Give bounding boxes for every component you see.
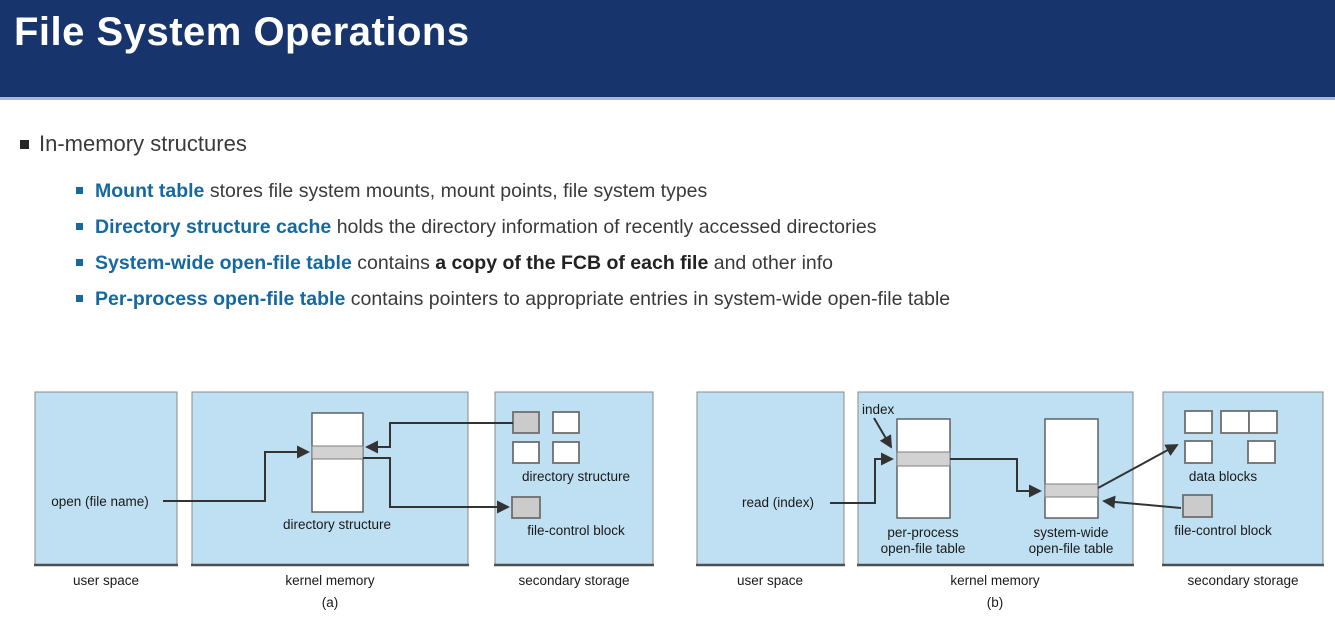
bullet-directory-structure-cache: Directory structure cache holds the dire… [76, 216, 876, 239]
user-space-panel [34, 391, 178, 566]
data-block [1220, 410, 1250, 434]
user-space-label: user space [73, 573, 139, 588]
directory-block [552, 411, 580, 434]
caption-a: (a) [322, 595, 339, 610]
fcb-to-sw-arrow [1102, 495, 1182, 509]
data-block [1184, 440, 1213, 464]
table-selected-row [311, 445, 364, 460]
bullet-square-icon [76, 223, 83, 230]
bullet-mount-table: Mount table stores file system mounts, m… [76, 180, 707, 203]
slide-title: File System Operations [14, 10, 470, 54]
directory-block-gray [512, 411, 540, 434]
diagram-open-file: open (file name) directory structure dir… [34, 391, 654, 610]
secondary-storage-label: secondary storage [518, 573, 629, 588]
file-control-block-square [511, 496, 541, 519]
per-process-table [896, 418, 951, 519]
user-space-label: user space [737, 573, 803, 588]
fcb-label: file-control block [1174, 523, 1272, 538]
per-process-label-line2: open-file table [881, 541, 966, 556]
per-process-label-line1: per-process [887, 525, 959, 540]
index-label: index [862, 402, 895, 417]
file-control-block-square [1182, 494, 1213, 518]
read-call-label: read (index) [742, 495, 814, 510]
directory-structure-label: directory structure [522, 469, 630, 484]
title-bar: File System Operations [0, 0, 1335, 100]
directory-structure-table [311, 412, 364, 513]
table-to-fcb-arrow [363, 457, 510, 514]
system-wide-label-line1: system-wide [1033, 525, 1108, 540]
index-arrow [873, 417, 892, 449]
bullet-text: Mount table stores file system mounts, m… [95, 180, 708, 202]
kernel-table-label: directory structure [283, 517, 391, 532]
user-space-panel [696, 391, 845, 566]
bullet-square-icon [20, 140, 29, 149]
secondary-storage-label: secondary storage [1187, 573, 1298, 588]
open-call-label: open (file name) [51, 494, 149, 509]
bullet-in-memory-structures: In-memory structures [20, 131, 247, 157]
data-block [1247, 440, 1276, 464]
directory-block [512, 441, 540, 464]
data-block [1248, 410, 1278, 434]
bullet-square-icon [76, 187, 83, 194]
kernel-memory-label: kernel memory [950, 573, 1040, 588]
directory-block [552, 441, 580, 464]
diagram-read-index: index read (index) per-process open-file… [696, 391, 1324, 610]
table-selected-row [896, 451, 951, 467]
sw-to-datablocks-arrow [1097, 444, 1179, 489]
table-selected-row [1044, 483, 1099, 498]
bullet-text: Per-process open-file table contains poi… [95, 288, 951, 310]
bullet-square-icon [76, 295, 83, 302]
pp-to-sw-arrow [950, 458, 1042, 498]
bullet-level1-text: In-memory structures [39, 131, 247, 156]
bullet-text: Directory structure cache holds the dire… [95, 216, 877, 238]
system-wide-table [1044, 418, 1099, 519]
system-wide-label-line2: open-file table [1029, 541, 1114, 556]
caption-b: (b) [987, 595, 1004, 610]
bullet-square-icon [76, 259, 83, 266]
bullet-text: System-wide open-file table contains a c… [95, 252, 834, 274]
bullet-system-wide-table: System-wide open-file table contains a c… [76, 252, 833, 275]
data-block [1184, 410, 1213, 434]
fcb-label: file-control block [527, 523, 625, 538]
open-call-arrow [163, 445, 310, 502]
read-call-arrow [830, 452, 894, 504]
kernel-memory-label: kernel memory [285, 573, 375, 588]
data-blocks-label: data blocks [1189, 469, 1258, 484]
bullet-per-process-table: Per-process open-file table contains poi… [76, 288, 950, 311]
dir-block-to-table-arrow [365, 422, 513, 454]
